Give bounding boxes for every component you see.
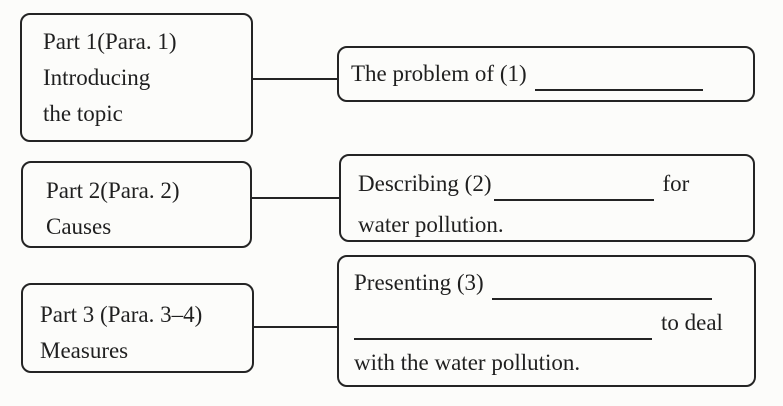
part-3-box: Part 3 (Para. 3–4) Measures <box>21 283 254 373</box>
part-3-description-box: Presenting (3) to deal with the water po… <box>337 255 756 387</box>
blank-1-underline <box>534 89 703 91</box>
connector-part-1 <box>251 78 339 80</box>
part-1-label-line-2: Introducing <box>43 65 151 90</box>
part-1-description-line-1: The problem of (1) <box>351 57 743 91</box>
part-2-description-box: Describing (2) for water pollution. <box>339 154 755 242</box>
part-2-label-line-1: Part 2(Para. 2) <box>46 178 180 203</box>
part-1-label-line-1: Part 1(Para. 1) <box>43 29 177 54</box>
part-2-description-line-1: Describing (2) for <box>358 163 741 204</box>
part-2-label-line-2: Causes <box>46 214 112 239</box>
part-3-label-line-2: Measures <box>40 338 129 363</box>
connector-part-3 <box>252 326 339 328</box>
blank-2-underline <box>493 199 654 201</box>
part-3-description-text-after: to deal <box>661 310 723 335</box>
part-2-description-text: Describing (2) <box>358 171 492 196</box>
blank-3b-underline <box>354 338 652 340</box>
part-1-description-text: The problem of (1) <box>351 61 527 86</box>
part-1-description-box: The problem of (1) <box>337 46 755 102</box>
part-3-description-line-3: with the water pollution. <box>354 350 581 375</box>
part-2-description-line-2: water pollution. <box>358 212 504 237</box>
connector-part-2 <box>250 197 341 199</box>
part-2-description-text-after: for <box>662 171 690 196</box>
part-3-description-line-2: to deal <box>354 303 744 343</box>
part-1-box: Part 1(Para. 1) Introducing the topic <box>20 13 253 142</box>
part-1-label-line-3: the topic <box>43 101 123 126</box>
blank-3a-underline <box>491 298 712 300</box>
part-3-description-text: Presenting (3) <box>354 270 484 295</box>
part-3-label-line-1: Part 3 (Para. 3–4) <box>40 302 203 327</box>
part-3-description-line-1: Presenting (3) <box>354 263 744 303</box>
part-2-box: Part 2(Para. 2) Causes <box>21 161 252 248</box>
